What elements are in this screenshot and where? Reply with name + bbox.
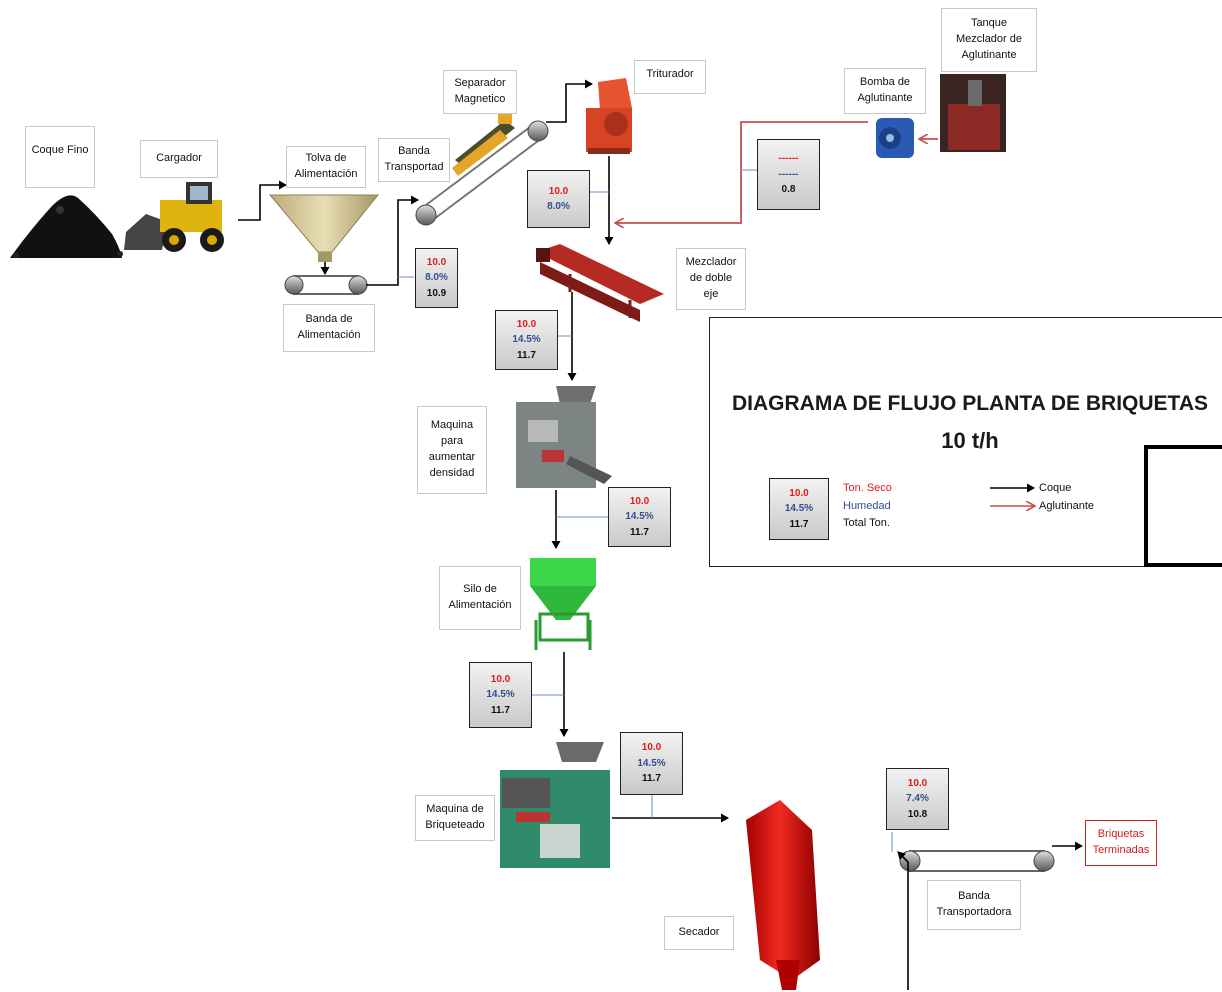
data-box-aglutinante: ------ ------ 0.8 (757, 139, 820, 210)
ton-seco-value: 10.0 (491, 672, 510, 688)
label-silo: Silo de Alimentación (439, 566, 521, 630)
humedad-value: 8.0% (547, 199, 570, 215)
humedad-value: 14.5% (625, 509, 653, 525)
pump-image (876, 118, 914, 158)
data-box-silo: 10.0 14.5% 11.7 (469, 662, 532, 728)
data-box-mezclador: 10.0 14.5% 11.7 (495, 310, 558, 370)
ton-seco-value: 10.0 (549, 184, 568, 200)
densifier-machine-image (516, 386, 612, 488)
legend-total-label: Total Ton. (843, 517, 890, 529)
data-box-banda: 10.0 8.0% 10.9 (415, 248, 458, 308)
label-banda-transportadora: Banda Transportadora (927, 880, 1021, 930)
humedad-value: 14.5% (785, 501, 813, 517)
total-value: 10.9 (427, 286, 446, 302)
legend-aglutinante-label: Aglutinante (1039, 500, 1094, 512)
ton-seco-value: 10.0 (908, 776, 927, 792)
silo-image (530, 558, 596, 650)
binder-tank-image (940, 74, 1006, 152)
arrow-conveyor-crusher (546, 84, 592, 122)
label-bomba: Bomba de Aglutinante (844, 68, 926, 114)
label-mezclador: Mezclador de doble eje (676, 248, 746, 310)
ton-seco-value: 10.0 (517, 317, 536, 333)
ton-seco-value: ------ (779, 151, 799, 167)
ton-seco-value: 10.0 (789, 486, 808, 502)
arrow-pump-mixer (616, 122, 868, 223)
total-value: 11.7 (630, 525, 649, 541)
dryer-image (746, 800, 820, 990)
output-conveyor-image (900, 851, 1054, 871)
label-banda-alimentacion: Banda de Alimentación (283, 304, 375, 352)
label-secador: Secador (664, 916, 734, 950)
data-box-briqueteado: 10.0 14.5% 11.7 (620, 732, 683, 795)
coal-pile-image (10, 195, 123, 258)
humedad-value: ------ (779, 167, 799, 183)
diagram-title: DIAGRAMA DE FLUJO PLANTA DE BRIQUETAS (710, 392, 1222, 416)
ton-seco-value: 10.0 (630, 494, 649, 510)
legend-ton-seco-label: Ton. Seco (843, 482, 892, 494)
legend-coque-label: Coque (1039, 482, 1071, 494)
legend-sample-box: 10.0 14.5% 11.7 (769, 478, 829, 540)
briquetting-machine-image (500, 742, 610, 868)
humedad-value: 14.5% (486, 687, 514, 703)
legend-panel: DIAGRAMA DE FLUJO PLANTA DE BRIQUETAS 10… (709, 317, 1222, 567)
legend-humedad-label: Humedad (843, 500, 891, 512)
label-coque-fino: Coque Fino (25, 126, 95, 188)
data-box-triturador: 10.0 8.0% (527, 170, 590, 228)
ton-seco-value: 10.0 (427, 255, 446, 271)
arrow-dryer-conveyor (898, 852, 908, 990)
cropped-black-shape (1144, 445, 1222, 567)
data-box-densidad: 10.0 14.5% 11.7 (608, 487, 671, 547)
label-maquina-densidad: Maquina para aumentar densidad (417, 406, 487, 494)
total-value: 11.7 (790, 517, 809, 533)
label-briquetas: Briquetas Terminadas (1085, 820, 1157, 866)
arrow-belt-conveyor (366, 200, 418, 285)
total-value: 11.7 (517, 348, 536, 364)
humedad-value: 8.0% (425, 270, 448, 286)
label-triturador: Triturador (634, 60, 706, 94)
humedad-value: 14.5% (637, 756, 665, 772)
total-value: 11.7 (642, 771, 661, 787)
ton-seco-value: 10.0 (642, 740, 661, 756)
total-value: 10.8 (908, 807, 927, 823)
data-box-secador: 10.0 7.4% 10.8 (886, 768, 949, 830)
loader-image (124, 182, 224, 252)
label-tolva: Tolva de Alimentación (286, 146, 366, 188)
humedad-value: 14.5% (512, 332, 540, 348)
total-value: 11.7 (491, 703, 510, 719)
total-value: 0.8 (782, 182, 796, 198)
crusher-image (586, 78, 632, 154)
label-cargador: Cargador (140, 140, 218, 178)
feed-belt-image (285, 276, 367, 294)
label-separador: Separador Magnetico (443, 70, 517, 114)
hopper-image (270, 195, 378, 262)
label-banda-transportad: Banda Transportad (378, 138, 450, 182)
label-maquina-briqueteado: Maquina de Briqueteado (415, 795, 495, 841)
label-tanque: Tanque Mezclador de Aglutinante (941, 8, 1037, 72)
humedad-value: 7.4% (906, 791, 929, 807)
